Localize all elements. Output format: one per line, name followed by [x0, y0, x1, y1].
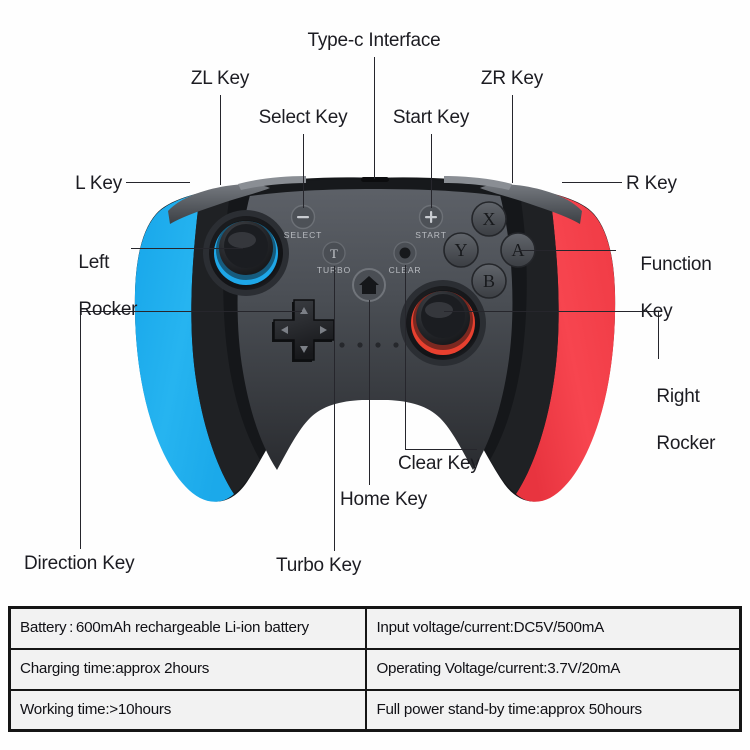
callout-select-key: Select Key [258, 107, 348, 128]
callout-r-key: R Key [626, 173, 677, 194]
callout-left-rocker: Left Rocker [58, 228, 168, 344]
leader-zr [512, 95, 514, 183]
left-stick-led-ring [214, 221, 278, 285]
select-button[interactable] [290, 204, 316, 230]
leader-type-c [374, 57, 376, 179]
clear-button[interactable] [393, 241, 417, 265]
callout-home-key: Home Key [340, 489, 428, 510]
leader-select [303, 134, 305, 208]
table-row: Working time:>10hours Full power stand-b… [8, 688, 742, 732]
callout-turbo-key: Turbo Key [276, 555, 362, 576]
left-stick-ring-shade [216, 220, 276, 280]
callout-zr-key: ZR Key [480, 68, 544, 89]
l-shoulder-button[interactable] [168, 184, 270, 224]
leader-l [126, 182, 190, 184]
right-stick-highlight [425, 302, 453, 318]
callout-direction-key: Direction Key [24, 553, 135, 574]
callout-type-c-interface: Type-c Interface [307, 30, 441, 51]
leader-home [369, 300, 371, 485]
top-bezel [214, 179, 536, 203]
leader-r [562, 182, 622, 184]
callout-l-key: L Key [75, 173, 122, 194]
start-label: START [415, 230, 447, 240]
leader-left-rocker [131, 248, 243, 250]
face-x-glyph: X [483, 209, 496, 229]
controller-body-face [237, 185, 513, 470]
face-b-glyph: B [483, 271, 495, 291]
left-rocker-line1: Left [78, 252, 110, 274]
zr-trigger[interactable] [444, 176, 512, 190]
spec-cell-battery: Battery : 600mAh rechargeable Li-ion bat… [8, 606, 368, 650]
dpad-right-icon [320, 326, 327, 334]
leader-start [431, 134, 433, 208]
callout-function-key: Function Key [620, 230, 740, 346]
turbo-glyph: T [330, 246, 338, 261]
home-button[interactable] [352, 268, 386, 302]
minus-icon [297, 216, 309, 219]
leader-right-rocker-v [658, 311, 660, 359]
leader-function [520, 250, 616, 252]
spec-cell-operating-volt: Operating Voltage/current:3.7V/20mA [365, 647, 742, 691]
spec-cell-input-voltage: Input voltage/current:DC5V/500mA [365, 606, 742, 650]
leader-turbo [334, 266, 336, 551]
plus-icon [430, 211, 433, 223]
left-stick-highlight [228, 232, 256, 248]
start-button[interactable] [418, 204, 444, 230]
face-button-b[interactable]: B [471, 263, 507, 299]
dpad-direction-key[interactable] [272, 299, 335, 362]
right-analog-stick[interactable] [416, 291, 470, 345]
r-shoulder-button[interactable] [480, 184, 582, 224]
face-button-x[interactable]: X [471, 201, 507, 237]
right-grip-shadow [490, 188, 559, 494]
callout-clear-key: Clear Key [398, 453, 480, 474]
right-stick-well [406, 286, 480, 360]
table-row: Charging time:approx 2hours Operating Vo… [8, 647, 742, 691]
turbo-button[interactable]: T [322, 241, 346, 265]
left-rocker-line2: Rocker [78, 298, 138, 320]
callout-start-key: Start Key [392, 107, 470, 128]
leader-clear-h [405, 449, 477, 451]
table-row: Battery : 600mAh rechargeable Li-ion bat… [8, 606, 742, 650]
home-icon [359, 276, 379, 294]
spec-cell-working-time: Working time:>10hours [8, 688, 368, 732]
dpad-down-icon [300, 346, 308, 353]
right-stick-led-ring [411, 291, 475, 355]
leader-right-rocker-h [444, 311, 658, 313]
spec-cell-standby-time: Full power stand-by time:approx 50hours [365, 688, 742, 732]
leader-direction-h [80, 311, 302, 313]
left-grip-shadow [191, 188, 260, 494]
spec-table-body: Battery : 600mAh rechargeable Li-ion bat… [8, 606, 742, 732]
spec-cell-charging-time: Charging time:approx 2hours [8, 647, 368, 691]
left-stick-cap[interactable] [224, 224, 268, 268]
zl-trigger[interactable] [238, 176, 306, 190]
leader-clear-v [405, 265, 407, 450]
leader-zl [220, 95, 222, 185]
face-y-glyph: Y [455, 240, 468, 260]
function-key-line1: Function [640, 254, 712, 276]
function-key-line2: Key [640, 300, 673, 322]
leader-direction-v [80, 311, 82, 549]
dot-icon [399, 247, 411, 259]
left-stick-housing [203, 210, 289, 296]
dpad-left-icon [281, 326, 288, 334]
specification-table: Battery : 600mAh rechargeable Li-ion bat… [8, 606, 742, 732]
right-stick-cap[interactable] [421, 294, 465, 338]
callout-zl-key: ZL Key [190, 68, 250, 89]
controller-shell-outline [134, 177, 616, 502]
face-button-y[interactable]: Y [443, 232, 479, 268]
select-label: SELECT [284, 230, 322, 240]
right-stick-housing [400, 280, 486, 366]
left-stick-well [209, 216, 283, 290]
callout-right-rocker: Right Rocker [636, 362, 748, 478]
right-stick-ring-shade [413, 290, 473, 350]
right-rocker-line1: Right [656, 386, 700, 408]
right-rocker-line2: Rocker [656, 432, 716, 454]
